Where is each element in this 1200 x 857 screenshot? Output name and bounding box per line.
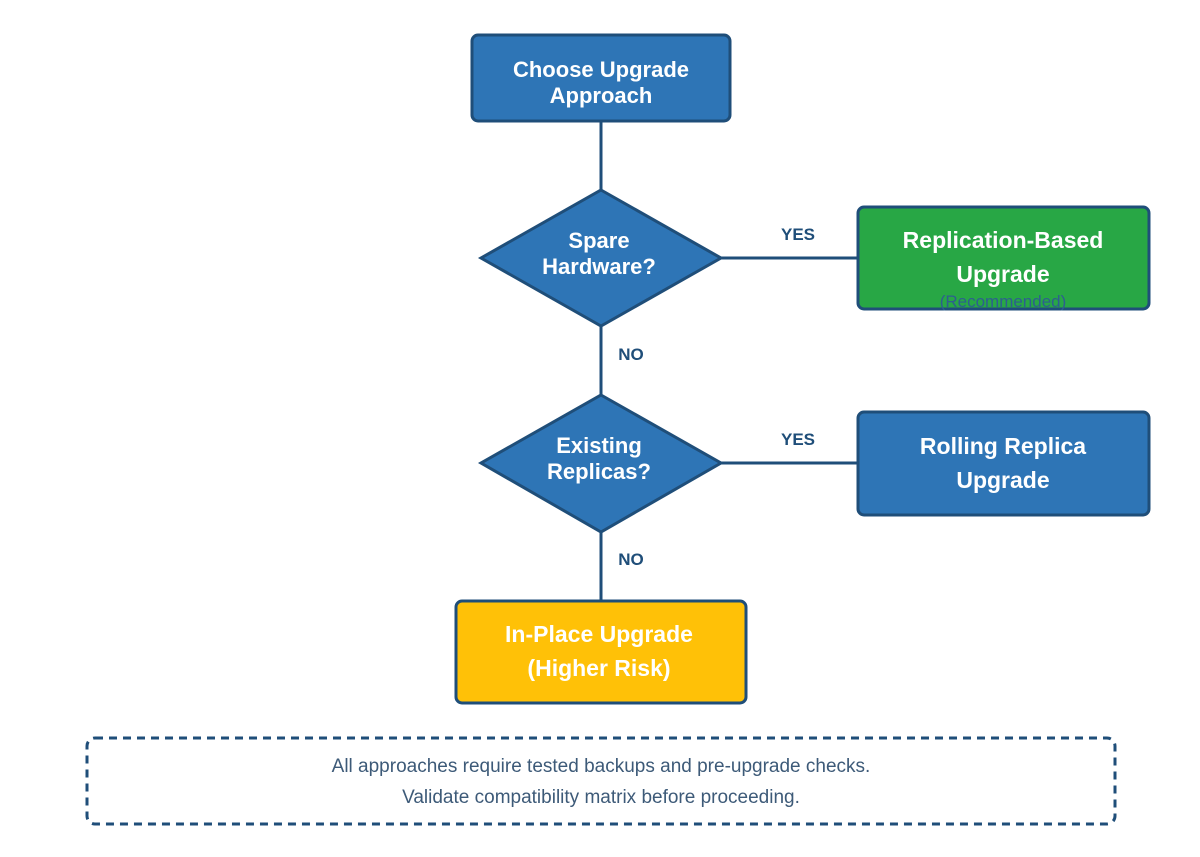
edge-labels: YES NO YES NO (618, 225, 815, 569)
decision-spare-hardware-line2: Hardware? (542, 254, 656, 279)
decision-existing-replicas-line1: Existing (556, 433, 642, 458)
decision-spare-hardware: Spare Hardware? (477, 188, 725, 328)
in-place-upgrade-line1: In-Place Upgrade (505, 621, 693, 647)
start-node-line1: Choose Upgrade (513, 57, 689, 82)
rolling-replica-line1: Rolling Replica (920, 433, 1086, 459)
replication-upgrade-line1: Replication-Based (903, 227, 1104, 253)
edge-label-replicas-no: NO (618, 550, 644, 569)
edge-label-hardware-yes: YES (781, 225, 815, 244)
footnote-line1: All approaches require tested backups an… (332, 756, 871, 777)
connectors (599, 121, 858, 601)
edge-label-hardware-no: NO (618, 345, 644, 364)
footnote-border (85, 736, 1117, 826)
footnote-line2: Validate compatibility matrix before pro… (402, 787, 800, 808)
footnote-box: All approaches require tested backups an… (85, 736, 1117, 826)
start-node-line2: Approach (550, 83, 653, 108)
decision-spare-hardware-diamond (477, 188, 725, 328)
decision-existing-replicas-line2: Replicas? (547, 459, 651, 484)
in-place-upgrade-line2: (Higher Risk) (527, 655, 670, 681)
rolling-replica-node: Rolling Replica Upgrade (856, 410, 1151, 517)
decision-spare-hardware-line1: Spare (568, 228, 629, 253)
recommended-label: (Recommended) (940, 292, 1067, 311)
rolling-replica-line2: Upgrade (956, 467, 1049, 493)
start-node: Choose Upgrade Approach (470, 33, 732, 123)
replication-upgrade-box (856, 205, 1151, 311)
start-node-box (470, 33, 732, 123)
replication-upgrade-node: Replication-Based Upgrade (Recommended) (856, 205, 1151, 311)
in-place-upgrade-box (454, 599, 748, 705)
decision-existing-replicas-diamond (477, 393, 725, 534)
in-place-upgrade-node: In-Place Upgrade (Higher Risk) (454, 599, 748, 705)
replication-upgrade-line2: Upgrade (956, 261, 1049, 287)
rolling-replica-box (856, 410, 1151, 517)
edge-label-replicas-yes: YES (781, 430, 815, 449)
decision-existing-replicas: Existing Replicas? (477, 393, 725, 534)
